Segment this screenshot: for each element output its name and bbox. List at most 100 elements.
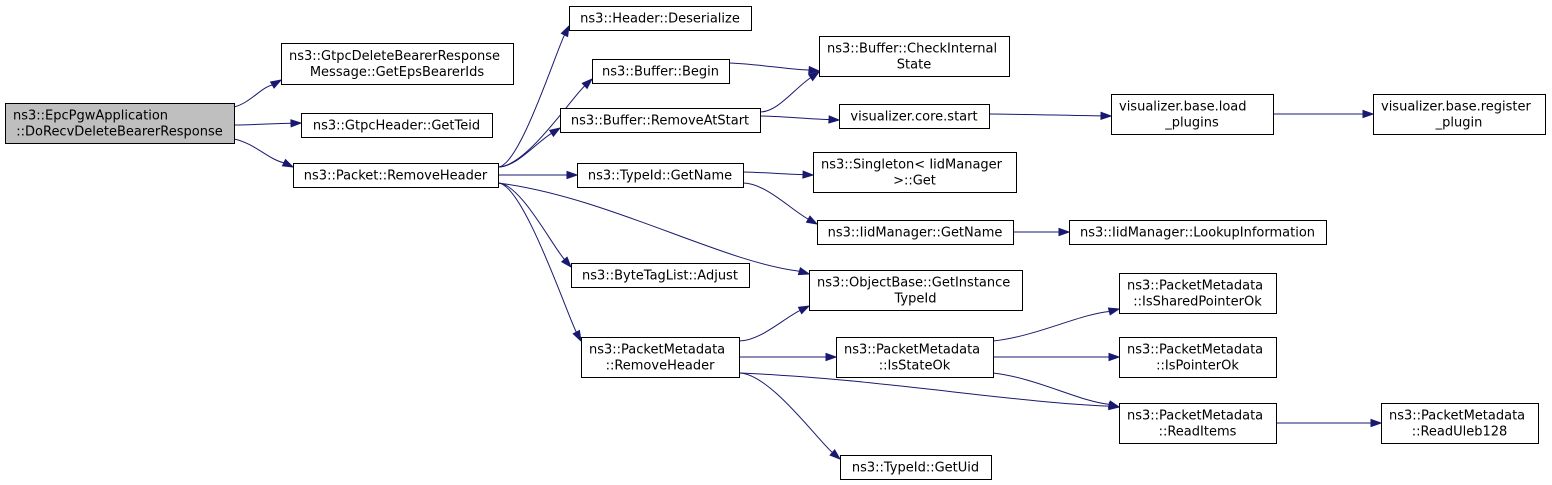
edge-pm_rm-to-pm_isstate [739,352,838,362]
node-label-line: >::Get [893,174,936,189]
node-box [281,43,514,85]
node-singleton[interactable]: ns3::Singleton< IidManager>::Get [813,152,1017,193]
edge-buf_rmstart-to-vis_core [759,115,841,124]
edge-line [497,182,577,333]
edge-arrowhead [1362,109,1375,119]
node-label-line: visualizer.base.load [1119,100,1247,115]
node-box [592,59,730,84]
edge-pkt_rm-to-hdr_deser [497,24,570,168]
node-label-line: ::ReadUleb128 [1412,425,1508,440]
node-iid_name[interactable]: ns3::IidManager::GetName [817,220,1014,245]
node-box [1111,94,1274,135]
node-label-line: ns3::Buffer::CheckInternal [827,42,997,57]
edge-line [497,34,565,168]
node-gtpc_teid[interactable]: ns3::GtpcHeader::GetTeid [301,113,493,138]
edge-arrowhead [1107,400,1121,409]
edge-arrowhead [805,215,819,225]
node-vis_reg[interactable]: visualizer.base.register_plugin [1373,94,1546,135]
node-label-line: ns3::Packet::RemoveHeader [304,169,488,184]
edge-line [233,138,285,164]
node-box [813,152,1017,193]
node-pm_isptr[interactable]: ns3::PacketMetadata::IsPointerOk [1119,337,1277,378]
node-box [809,270,1023,311]
node-box [1381,403,1539,444]
edge-line [992,372,1110,405]
node-typeid_name[interactable]: ns3::TypeId::GetName [577,163,744,188]
edge-pkt_rm-to-btl_adjust [497,182,572,269]
node-pm_uleb[interactable]: ns3::PacketMetadata::ReadUleb128 [1381,403,1539,444]
edge-arrowhead [797,305,811,315]
edge-pm_isstate-to-pm_isshared [992,307,1121,342]
node-label-line: ns3::TypeId::GetUid [852,461,979,476]
node-box [560,108,761,133]
edge-arrowhead [1100,111,1113,121]
edge-pkt_rm-to-obj_inst [497,182,811,276]
node-pkt_rm[interactable]: ns3::Packet::RemoveHeader [293,163,499,188]
edge-pm_isstate-to-pm_isptr [993,352,1121,362]
node-pm_rm[interactable]: ns3::PacketMetadata::RemoveHeader [581,337,740,378]
edge-pkt_rm-to-typeid_name [498,170,579,180]
node-box [819,36,1010,77]
edge-arrowhead [825,352,838,362]
node-buf_begin[interactable]: ns3::Buffer::Begin [592,59,730,84]
edge-arrowhead [281,158,295,168]
edge-buf_rmstart-to-buf_check [759,71,821,113]
node-box [571,263,750,288]
edge-line [738,310,801,342]
edge-pm_rm-to-obj_inst [738,305,811,342]
node-label-line: _plugin [1435,116,1483,131]
node-iid_lookup[interactable]: ns3::IidManager::LookupInformation [1069,220,1327,245]
node-label-line: ::IsSharedPointerOk [1133,295,1262,310]
node-buf_rmstart[interactable]: ns3::Buffer::RemoveAtStart [560,108,761,133]
edge-arrowhead [548,127,562,138]
edge-line [497,132,552,168]
node-box [1119,403,1277,444]
node-label-line: visualizer.base.register [1381,100,1532,115]
node-box [577,163,744,188]
node-gtpc_del[interactable]: ns3::GtpcDeleteBearerResponseMessage::Ge… [281,43,514,85]
node-pm_read[interactable]: ns3::PacketMetadata::ReadItems [1119,403,1277,444]
node-pm_isshared[interactable]: ns3::PacketMetadata::IsSharedPointerOk [1119,273,1277,314]
node-label-line: ns3::PacketMetadata [1127,409,1263,424]
node-box [817,220,1014,245]
node-box [293,163,499,188]
node-label-line: ns3::Singleton< IidManager [821,158,1003,173]
node-label-line: ns3::PacketMetadata [1127,279,1263,294]
edge-line [233,122,292,126]
edge-line [742,182,809,220]
node-label-line: ns3::EpcPgwApplication [13,109,168,124]
node-pm_isstate[interactable]: ns3::PacketMetadata::IsStateOk [836,337,994,378]
node-label-line: ns3::ByteTagList::Adjust [582,269,738,284]
node-vis_load[interactable]: visualizer.base.load_plugins [1111,94,1274,135]
node-hdr_deser[interactable]: ns3::Header::Deserialize [569,6,752,31]
edge-arrowhead [829,448,842,460]
edge-pkt_rm-to-buf_rmstart [497,127,562,168]
node-label-line: ::ReadItems [1159,425,1237,440]
edge-root-to-pkt_rm [233,138,295,168]
node-box [301,113,493,138]
edge-root-to-gtpc_del [233,79,283,108]
edge-arrowhead [290,119,303,128]
edge-arrowhead [560,256,572,269]
node-box [5,103,235,144]
node-box [1119,273,1277,314]
node-label-line: ns3::Buffer::RemoveAtStart [571,114,749,129]
edge-buf_begin-to-buf_check [728,62,821,75]
node-label-line: ns3::IidManager::GetName [828,226,1003,241]
edge-line [497,182,800,272]
node-typeid_uid[interactable]: ns3::TypeId::GetUid [840,455,992,480]
node-label-line: ns3::ObjectBase::GetInstance [817,276,1010,291]
node-btl_adjust[interactable]: ns3::ByteTagList::Adjust [571,263,750,288]
node-label-line: ::IsPointerOk [1156,359,1239,374]
node-label-line: ns3::Header::Deserialize [580,12,740,27]
node-label-line: visualizer.core.start [850,110,977,125]
edge-pm_read-to-pm_uleb [1276,418,1383,428]
node-vis_core[interactable]: visualizer.core.start [839,104,990,129]
node-label-line: _plugins [1164,116,1219,131]
node-box [581,337,740,378]
node-root[interactable]: ns3::EpcPgwApplication::DoRecvDeleteBear… [5,103,235,144]
node-label-line: ns3::Buffer::Begin [602,65,719,80]
node-label-line: ns3::TypeId::GetName [588,169,732,184]
